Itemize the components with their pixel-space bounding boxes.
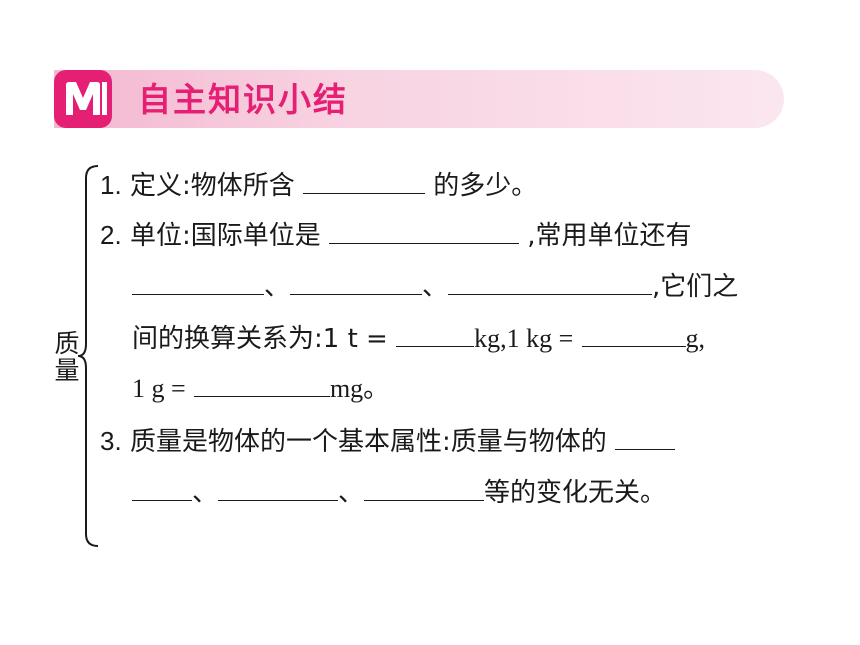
answer-blank[interactable] [448,270,653,295]
item-1-line-1: 1. 定义:物体所含 的多少。 [100,168,537,203]
answer-blank[interactable] [132,476,192,501]
item-3-line-1: 3. 质量是物体的一个基本属性:质量与物体的 [100,424,675,459]
section-banner [54,70,784,128]
answer-blank[interactable] [581,322,686,347]
item-text: ,它们之 [652,272,739,302]
answer-blank[interactable] [290,270,423,295]
answer-blank[interactable] [132,270,264,295]
item-text: 单位:国际单位是 [129,221,321,251]
separator: 、 [338,478,365,508]
item-text: 的多少。 [433,171,538,201]
item-text: 质量是物体的一个基本属性:质量与物体的 [129,427,607,457]
item-text: mg。 [329,374,390,403]
item-text: 等的变化无关。 [484,478,667,508]
item-text: 间的换算关系为:1 t = [132,324,388,354]
answer-blank[interactable] [218,476,339,501]
item-number: 1. [100,170,122,200]
m-letter-icon [54,70,112,128]
item-2-line-4: 1 g = mg。 [132,372,389,406]
item-2-line-3: 间的换算关系为:1 t = kg,1 kg = g, [132,322,705,356]
left-brace [77,165,99,547]
item-text: g, [685,324,706,353]
answer-blank[interactable] [364,476,485,501]
item-text: 定义:物体所含 [129,171,295,201]
item-text: kg,1 kg = [474,324,574,353]
item-2-line-1: 2. 单位:国际单位是 ,常用单位还有 [100,218,692,253]
item-2-line-2: 、 、 ,它们之 [132,270,738,304]
item-text: ,常用单位还有 [527,221,692,251]
separator: 、 [422,272,449,302]
section-title: 自主知识小结 [138,80,348,119]
separator: 、 [192,478,219,508]
answer-blank[interactable] [302,169,425,194]
item-text: 1 g = [132,374,186,403]
side-label-mass: 质量 [51,330,80,384]
item-number: 3. [100,426,122,456]
answer-blank[interactable] [328,219,519,244]
item-3-line-2: 、 、 等的变化无关。 [132,476,666,510]
answer-blank[interactable] [396,322,475,347]
answer-blank[interactable] [614,425,675,450]
answer-blank[interactable] [193,372,330,397]
separator: 、 [264,272,291,302]
item-number: 2. [100,220,122,250]
